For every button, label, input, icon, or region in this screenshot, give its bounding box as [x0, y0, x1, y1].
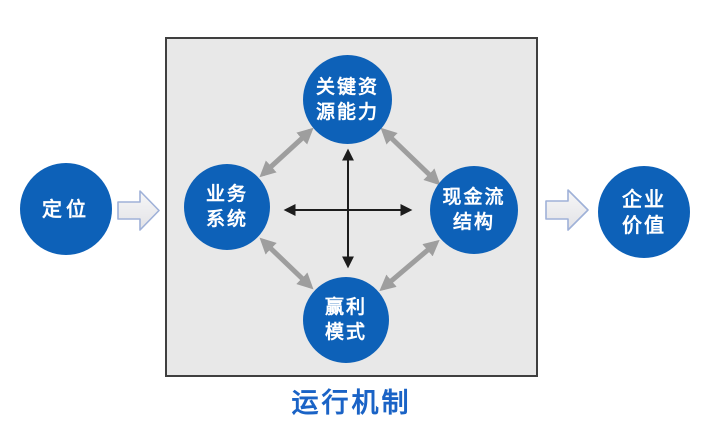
node-business-system: 业务 系统 [184, 164, 270, 250]
node-key-resources: 关键资 源能力 [303, 55, 392, 144]
node-cash-flow-structure: 现金流 结构 [430, 166, 518, 254]
node-enterprise-value: 企业 价值 [598, 166, 690, 258]
flow-arrow-right-icon [545, 189, 589, 231]
node-profit-model: 赢利 模式 [303, 277, 389, 363]
flow-arrow-left-icon [117, 190, 160, 231]
diagram-title: 运行机制 [291, 388, 412, 419]
node-positioning: 定位 [20, 163, 112, 255]
